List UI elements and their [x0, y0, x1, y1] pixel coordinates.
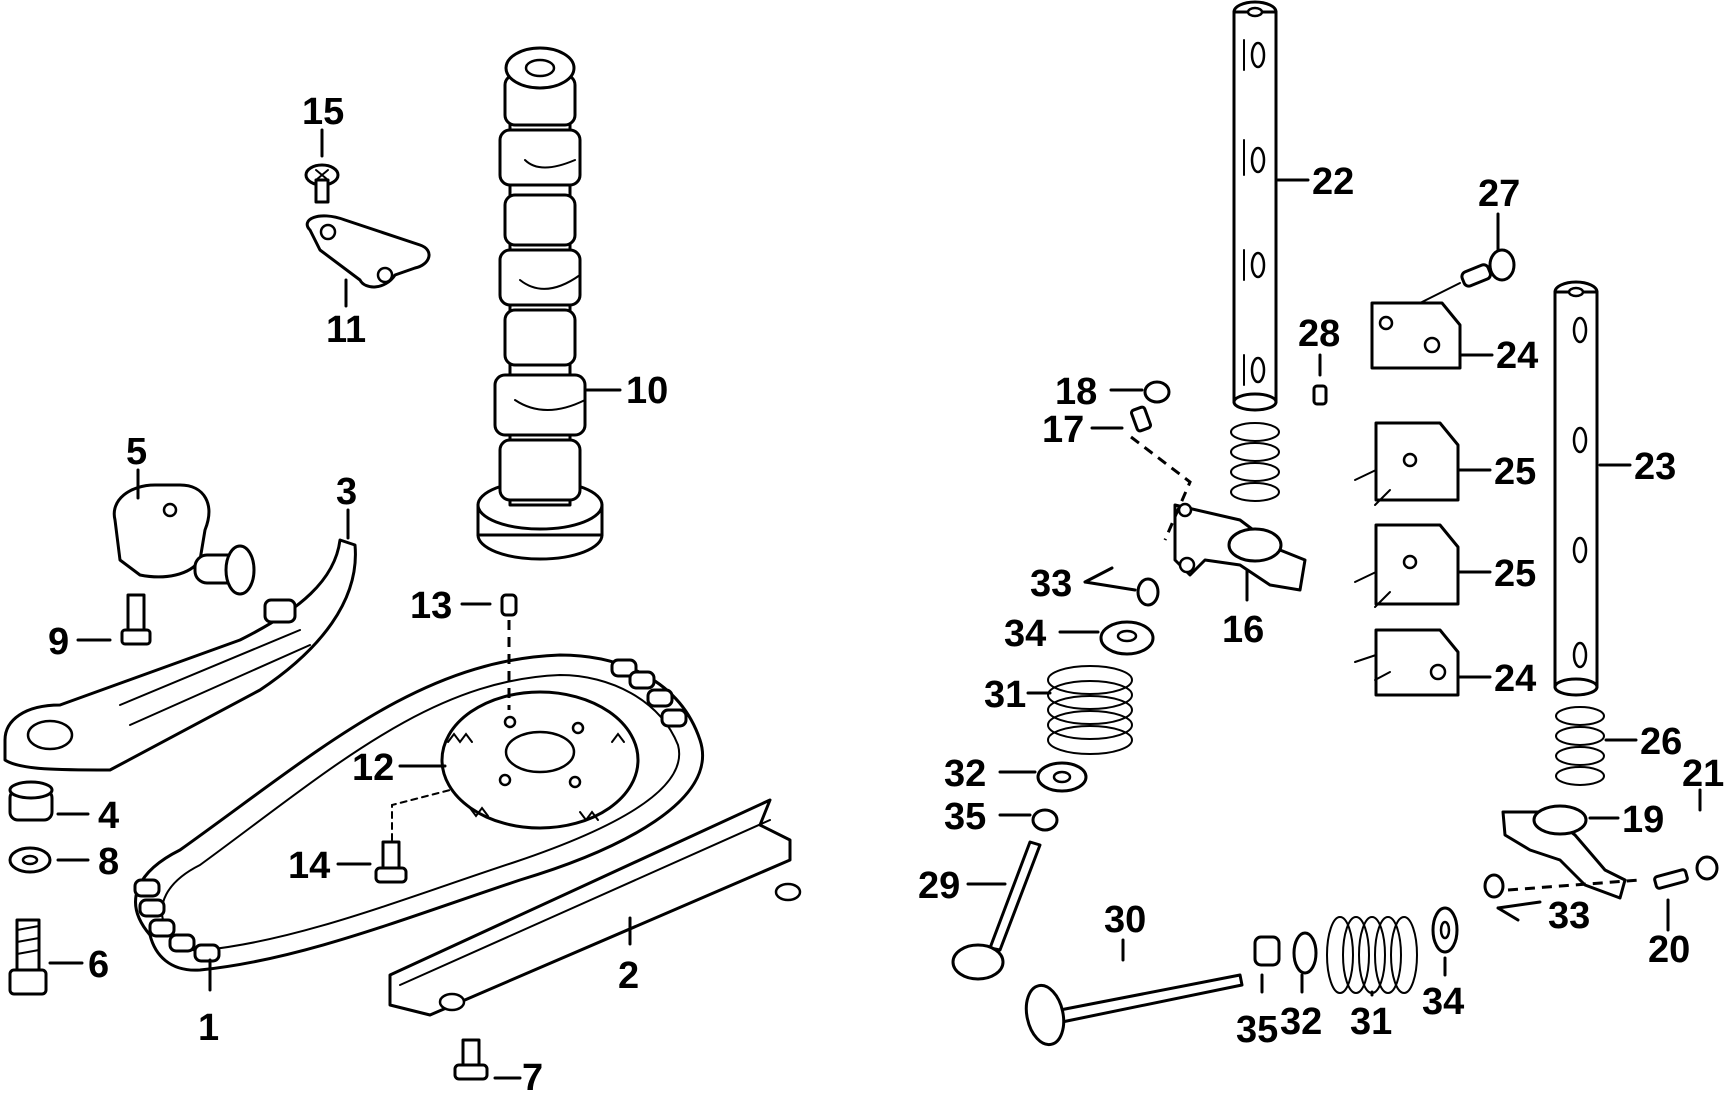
cam-sprocket: [440, 690, 640, 830]
label-26: 26: [1640, 721, 1682, 763]
plate-24-top: [1370, 301, 1462, 370]
screw: [304, 163, 340, 204]
label-8: 8: [98, 841, 119, 883]
valve-seal-35: [1031, 808, 1059, 832]
label-3: 3: [336, 471, 357, 513]
label-2: 2: [618, 955, 639, 997]
rocker-spring-26: [1555, 706, 1605, 786]
label-13: 13: [410, 585, 452, 627]
bolt-6: [8, 918, 48, 996]
label-28: 28: [1298, 313, 1340, 355]
plate-24-bottom: [1354, 628, 1460, 697]
label-10: 10: [626, 370, 668, 412]
label-31-left: 31: [984, 674, 1026, 716]
leader-lines: [48, 128, 1702, 1080]
part-number-labels: 15 11 10 5 3 9 13 12 4 8 14 6 2 1 7 22 2…: [48, 91, 1724, 1094]
label-32-bottom: 32: [1280, 1001, 1322, 1043]
adjuster-20: [1653, 868, 1689, 890]
rocker-shaft-23: [1553, 280, 1599, 697]
label-33-left: 33: [1030, 563, 1072, 605]
chain-tensioner: [112, 483, 256, 596]
label-15: 15: [302, 91, 344, 133]
label-7: 7: [522, 1057, 543, 1094]
cotter-33-left: [1136, 577, 1160, 607]
valve-30: [1024, 973, 1244, 1047]
rocker-19-guide-line: [1507, 878, 1641, 892]
label-25-upper: 25: [1494, 451, 1536, 493]
nut-21: [1695, 855, 1719, 881]
label-30: 30: [1104, 899, 1146, 941]
label-24-top: 24: [1496, 335, 1538, 377]
label-35-bottom: 35: [1236, 1009, 1278, 1051]
label-24-bottom: 24: [1494, 658, 1536, 700]
label-32-left: 32: [944, 753, 986, 795]
label-12: 12: [352, 747, 394, 789]
rocker-shaft-22: [1232, 0, 1278, 412]
rocker-arm-19: [1501, 804, 1627, 900]
adjuster-guide-line: [1130, 435, 1192, 541]
adjuster-17: [1130, 405, 1152, 433]
label-21: 21: [1682, 753, 1724, 795]
label-34-left: 34: [1004, 613, 1046, 655]
label-14: 14: [288, 845, 330, 887]
bolt-27-guide: [1419, 282, 1461, 304]
bolt-9: [120, 593, 152, 646]
timing-chain: [133, 653, 704, 972]
label-1: 1: [198, 1007, 219, 1049]
label-33-right: 33: [1548, 895, 1590, 937]
spring-seat-32-bottom: [1292, 931, 1318, 975]
valve-spring-31-bottom: [1326, 916, 1418, 994]
label-34-bottom: 34: [1422, 981, 1464, 1023]
label-6: 6: [88, 944, 109, 986]
chain-links-right: [610, 658, 688, 728]
label-22: 22: [1312, 161, 1354, 203]
label-19: 19: [1622, 799, 1664, 841]
valve-29: [951, 840, 1042, 981]
camshaft: [476, 46, 604, 561]
label-16: 16: [1222, 609, 1264, 651]
label-29: 29: [918, 865, 960, 907]
bolt-27: [1460, 248, 1516, 288]
label-4: 4: [98, 795, 119, 837]
label-5: 5: [126, 431, 147, 473]
label-20: 20: [1648, 929, 1690, 971]
spring-retainer-34: [1099, 620, 1155, 656]
bolt-14: [374, 840, 408, 884]
label-17: 17: [1042, 409, 1084, 451]
plate-25-lower: [1354, 523, 1460, 608]
chain-tensioner-guide: [3, 538, 357, 772]
label-25-lower: 25: [1494, 553, 1536, 595]
label-18: 18: [1055, 371, 1097, 413]
spring-seat-32: [1036, 761, 1088, 793]
pin-28: [1312, 384, 1328, 406]
nut-18: [1143, 380, 1171, 404]
retainer-plate: [305, 214, 431, 289]
label-27: 27: [1478, 173, 1520, 215]
cotter-33-right: [1483, 873, 1505, 899]
label-35-left: 35: [944, 796, 986, 838]
chain-guide: [388, 798, 802, 1017]
rocker-spring-upper: [1230, 422, 1280, 502]
label-11: 11: [326, 309, 366, 351]
label-31-bottom: 31: [1350, 1001, 1392, 1043]
bolt-7: [453, 1038, 489, 1081]
chain-links-left: [133, 878, 221, 963]
washer-8: [8, 846, 52, 874]
label-9: 9: [48, 621, 69, 663]
valve-seal-35-bottom: [1253, 935, 1281, 967]
collar-4: [8, 780, 54, 822]
bolt-guide-line: [391, 789, 451, 841]
plate-25-upper: [1354, 421, 1460, 506]
label-23: 23: [1634, 446, 1676, 488]
valve-spring-31: [1047, 665, 1133, 755]
rocker-arm-16: [1173, 502, 1307, 592]
spring-retainer-34-bottom: [1431, 906, 1459, 954]
dowel-pin-13: [500, 593, 518, 617]
